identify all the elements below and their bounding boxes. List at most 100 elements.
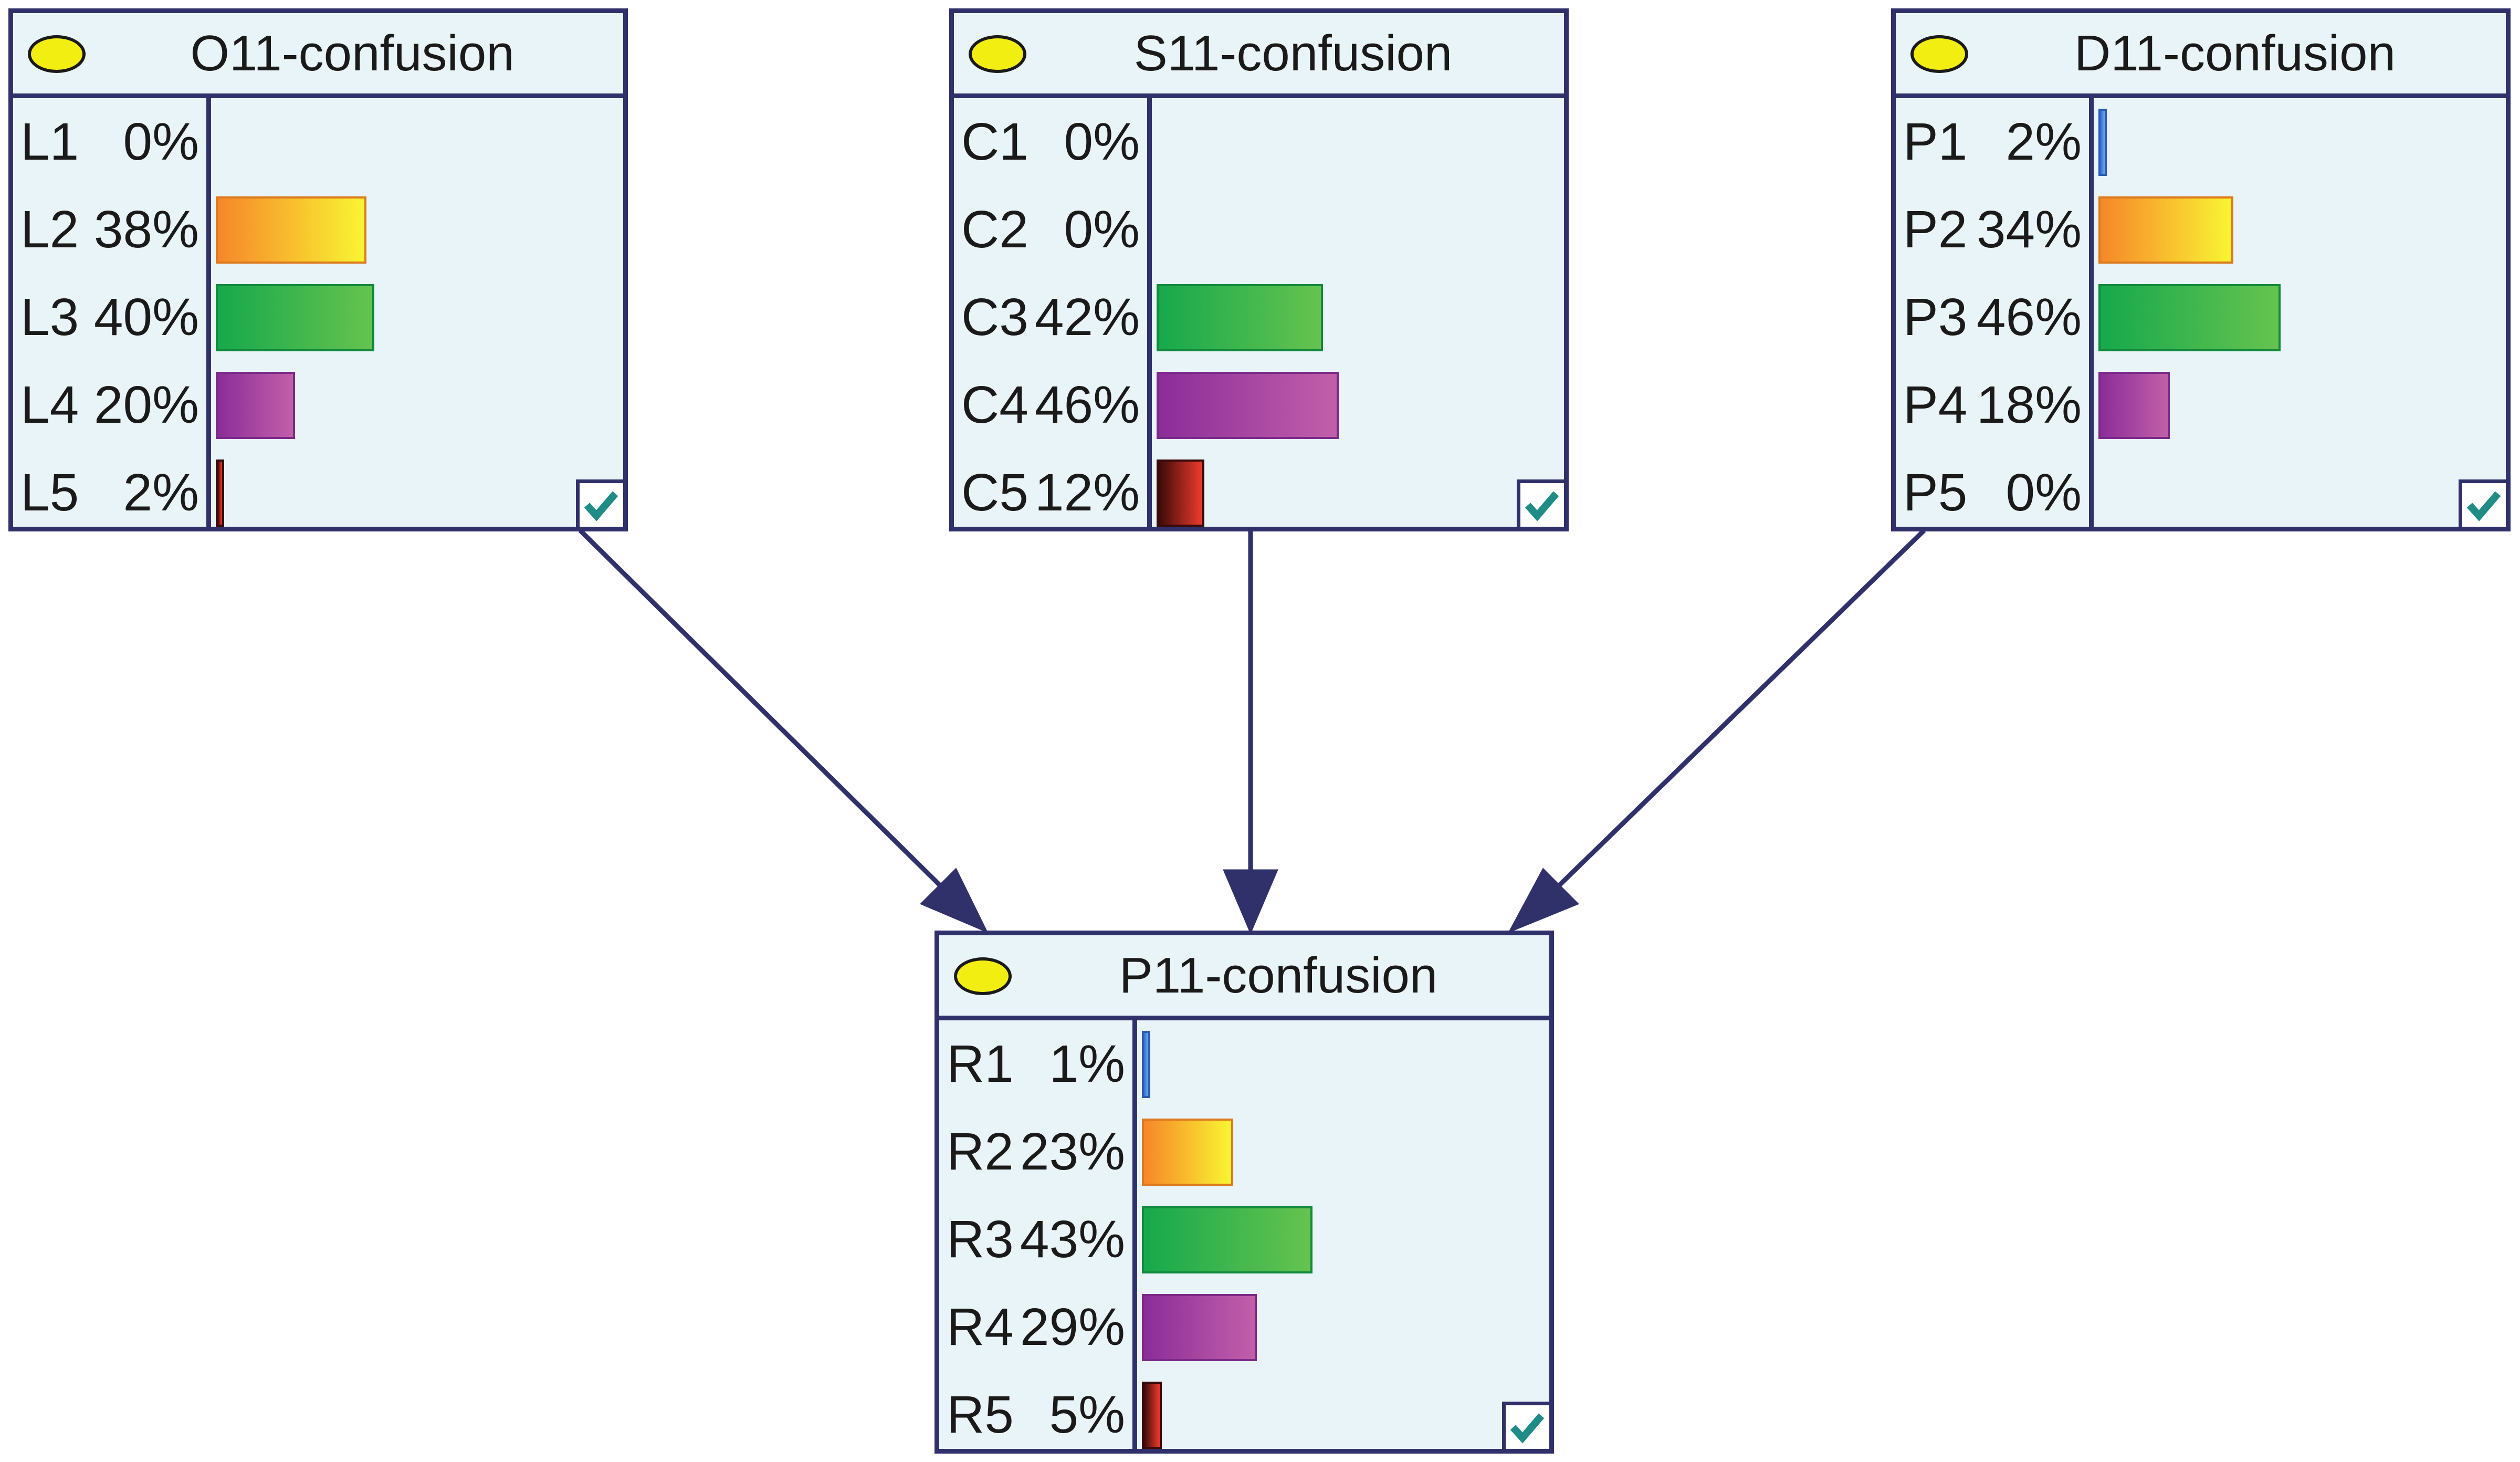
probability-bar: [1142, 1118, 1233, 1186]
probability-bar: [2098, 196, 2233, 264]
state-percent: 34%: [1976, 200, 2082, 259]
state-name: L1: [20, 112, 79, 171]
state-row[interactable]: P5 0%: [1896, 449, 2089, 537]
state-name: P1: [1903, 112, 1968, 171]
node-header[interactable]: O11-confusion: [13, 13, 623, 98]
state-row[interactable]: C1 0%: [954, 98, 1147, 186]
state-name: C1: [961, 112, 1028, 171]
probability-bar: [1157, 371, 1339, 439]
probability-bar: [216, 196, 366, 264]
node-status-oval-icon: [28, 35, 86, 73]
state-row[interactable]: C2 0%: [954, 186, 1147, 274]
state-percent: 0%: [123, 112, 199, 171]
state-name: L4: [20, 375, 79, 434]
state-name: P2: [1903, 200, 1968, 259]
state-percent: 0%: [2006, 463, 2082, 522]
state-name: R1: [947, 1035, 1014, 1093]
node-header[interactable]: S11-confusion: [954, 13, 1564, 98]
state-name: R3: [947, 1210, 1014, 1269]
state-percent: 46%: [1976, 288, 2082, 347]
state-row[interactable]: R5 5%: [939, 1371, 1132, 1459]
edge-o11-to-p11: [578, 528, 958, 903]
node-status-oval-icon: [969, 35, 1026, 73]
state-name: L2: [20, 200, 79, 259]
node-status-oval-icon: [954, 957, 1012, 995]
state-row[interactable]: L5 2%: [13, 449, 206, 537]
state-percent: 0%: [1064, 200, 1140, 259]
probability-bar: [1157, 284, 1324, 351]
state-percent: 40%: [93, 288, 199, 347]
state-name: C3: [961, 288, 1028, 347]
state-percent: 18%: [1976, 375, 2082, 434]
probability-bar: [1157, 459, 1204, 527]
node-header[interactable]: D11-confusion: [1896, 13, 2506, 98]
state-row[interactable]: R1 1%: [939, 1020, 1132, 1108]
state-percent: 2%: [123, 463, 199, 522]
probability-bar: [216, 459, 224, 527]
node-header[interactable]: P11-confusion: [939, 935, 1549, 1020]
state-percent: 20%: [93, 375, 199, 434]
probability-bar: [1142, 1206, 1312, 1273]
checkmark-icon[interactable]: [2459, 479, 2506, 527]
checkmark-icon[interactable]: [1517, 479, 1564, 527]
state-name: L3: [20, 288, 79, 347]
probability-bar: [1142, 1381, 1162, 1449]
state-percent: 5%: [1049, 1385, 1125, 1444]
state-name: C5: [961, 463, 1028, 522]
edge-s11-arrowhead: [1223, 869, 1278, 935]
probability-bar: [2098, 284, 2281, 351]
edge-d11-arrowhead: [1508, 868, 1579, 933]
state-name: R2: [947, 1122, 1014, 1181]
probability-bar: [2098, 108, 2107, 176]
state-percent: 0%: [1064, 112, 1140, 171]
state-percent: 43%: [1020, 1210, 1125, 1269]
state-percent: 42%: [1034, 288, 1140, 347]
checkmark-icon[interactable]: [576, 479, 623, 527]
state-percent: 23%: [1020, 1122, 1125, 1181]
state-name: P5: [1903, 463, 1968, 522]
probability-bar: [216, 284, 374, 351]
state-name: C2: [961, 200, 1028, 259]
state-percent: 2%: [2006, 112, 2082, 171]
node-title: O11-confusion: [190, 25, 514, 81]
state-name: R4: [947, 1298, 1014, 1356]
state-percent: 1%: [1049, 1035, 1125, 1093]
state-name: C4: [961, 375, 1028, 434]
state-name: P3: [1903, 288, 1968, 347]
state-name: L5: [20, 463, 79, 522]
state-row[interactable]: P1 2%: [1896, 98, 2089, 186]
state-row[interactable]: L1 0%: [13, 98, 206, 186]
node-status-oval-icon: [1910, 35, 1968, 73]
state-name: R5: [947, 1385, 1014, 1444]
state-percent: 12%: [1034, 463, 1140, 522]
edge-d11-to-p11: [1541, 528, 1926, 903]
state-percent: 46%: [1034, 375, 1140, 434]
checkmark-icon[interactable]: [1502, 1402, 1549, 1449]
probability-bar: [1142, 1293, 1257, 1361]
